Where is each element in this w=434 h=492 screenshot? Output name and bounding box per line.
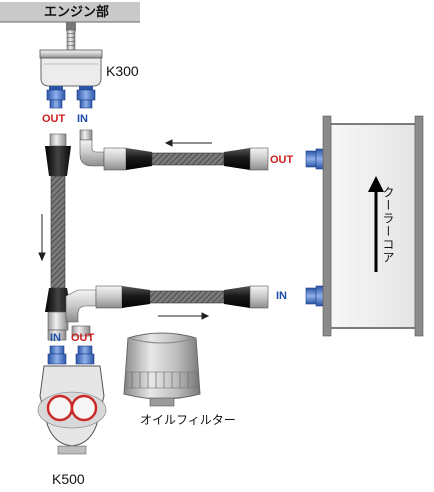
cooler-out-port-label: OUT — [270, 154, 294, 166]
bottom-hose — [65, 285, 327, 323]
engine-label: エンジン部 — [44, 5, 110, 20]
k500-label: K500 — [52, 471, 85, 487]
cooler-core-label: クーラーコア — [381, 186, 395, 264]
k300-out-port-label: OUT — [42, 113, 66, 125]
oil-filter — [123, 332, 201, 407]
k300-in-port-label: IN — [77, 113, 88, 125]
cooler-core — [322, 115, 424, 337]
vertical-hose — [45, 133, 71, 331]
top-hose — [79, 129, 327, 171]
k300-label: K300 — [106, 63, 139, 79]
engine-block — [0, 2, 140, 51]
k500-block — [37, 325, 107, 455]
k500-in-port-label: IN — [50, 332, 61, 344]
k300-block — [39, 49, 103, 109]
oil-filter-label: オイルフィルター — [140, 413, 236, 427]
flow-arrows — [38, 139, 212, 320]
cooler-in-port-label: IN — [276, 290, 287, 302]
k500-out-port-label: OUT — [71, 332, 95, 344]
